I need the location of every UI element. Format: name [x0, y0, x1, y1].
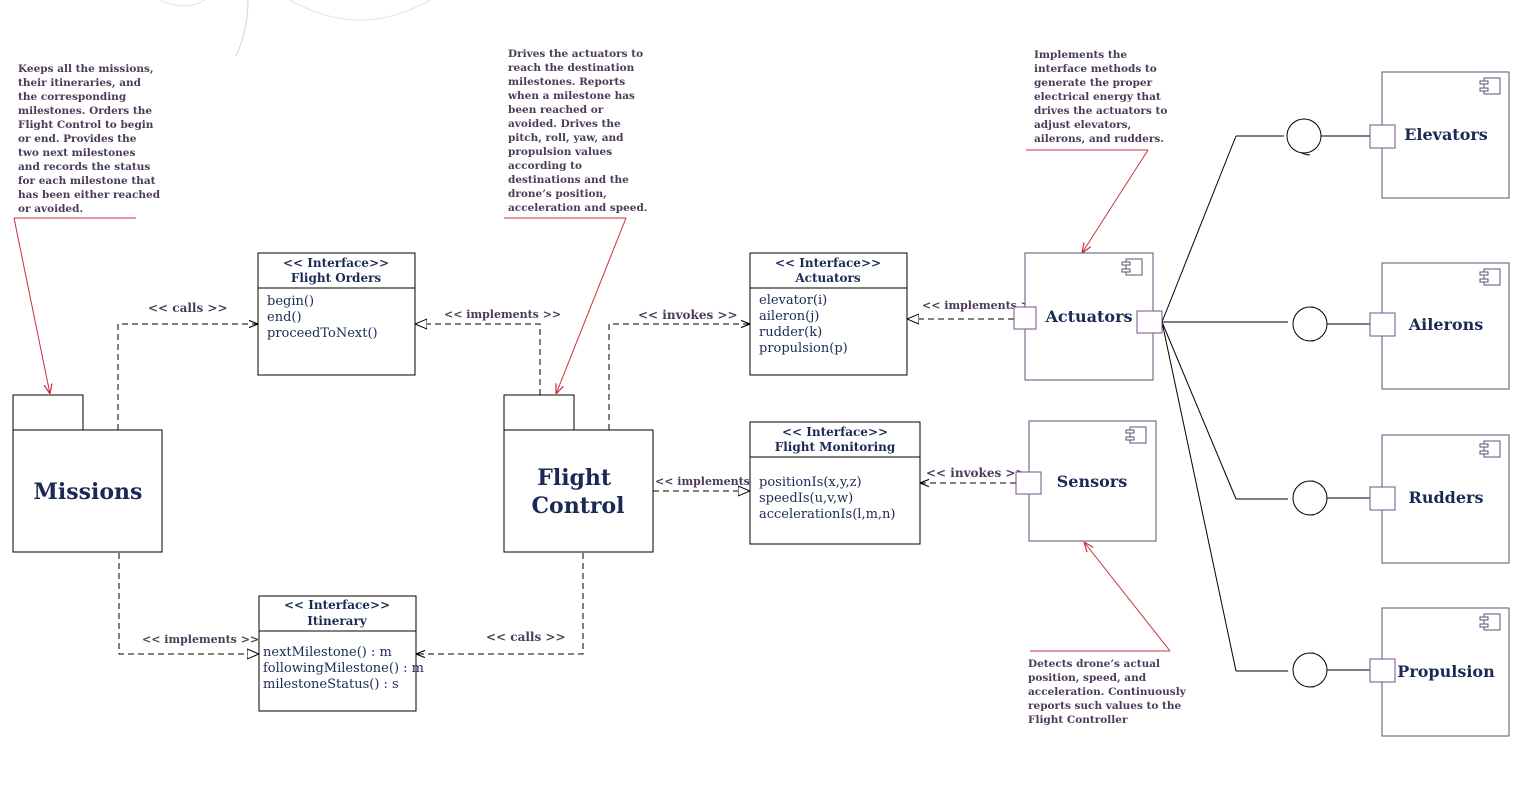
component-sensors-name: Sensors [1057, 472, 1127, 491]
note-flight-control-pointer [556, 217, 627, 394]
operation: propulsion(p) [759, 341, 848, 356]
interface-flight-orders-name: Flight Orders [291, 271, 382, 285]
label-fc-implements-monitoring: << implements >> [655, 475, 772, 488]
port-ailerons [1369, 312, 1396, 337]
label-fc-invokes: << invokes >> [638, 308, 738, 322]
operation: accelerationIs(l,m,n) [759, 507, 895, 522]
operation: end() [267, 310, 302, 325]
operation: begin() [267, 294, 314, 309]
label-actuators-implements: << implements >> [922, 299, 1039, 312]
relation-labels: << calls >> << implements >> << invokes … [142, 299, 1039, 646]
operation: aileron(j) [759, 309, 819, 324]
connectors [117, 135, 1288, 672]
operation: milestoneStatus() : s [263, 677, 399, 692]
component-propulsion-name: Propulsion [1397, 662, 1495, 681]
interface-itinerary: << Interface>> Itinerary nextMilestone()… [258, 595, 424, 712]
interface-actuators: << Interface>> Actuators elevator(i) ail… [749, 252, 908, 376]
note-flight-control: Drives the actuators to reach the destin… [504, 48, 647, 394]
note-actuators: Implements the interface methods to gene… [1026, 49, 1171, 253]
package-missions-body [12, 429, 163, 553]
package-flight-control-tab [503, 394, 575, 431]
interface-itinerary-stereotype: << Interface>> [284, 598, 390, 612]
note-missions-pointer [13, 217, 50, 394]
edge-missions-implements-itinerary [118, 553, 259, 654]
package-flight-control-name: Flight Control [532, 465, 625, 519]
lollipop-propulsion [1292, 652, 1328, 688]
component-elevators: Elevators [1286, 71, 1510, 199]
port-actuators-provided [1013, 306, 1037, 330]
package-flight-control: Flight Control [503, 394, 654, 553]
component-icon [1121, 258, 1143, 276]
lollipop-rudders [1292, 480, 1328, 516]
edge-actuators-rudders [1161, 321, 1237, 500]
package-flight-control-body [503, 429, 654, 553]
component-ailerons-name: Ailerons [1408, 315, 1484, 334]
interface-actuators-stereotype: << Interface>> [775, 256, 881, 270]
interface-actuators-box [749, 252, 908, 376]
note-actuators-pointer [1082, 149, 1149, 253]
label-fc-implements-orders: << implements >> [444, 308, 561, 321]
note-sensors: Detects drone’s actual position, speed, … [1028, 542, 1189, 726]
interface-itinerary-box [258, 595, 417, 712]
component-rudders-name: Rudders [1409, 488, 1484, 507]
component-actuators-name: Actuators [1044, 307, 1132, 326]
port-elevators [1369, 124, 1396, 149]
operation: proceedToNext() [267, 326, 378, 341]
port-rudders [1369, 486, 1396, 511]
label-missions-implements: << implements >> [142, 633, 259, 646]
component-icon [1479, 268, 1501, 286]
port-sensors [1015, 471, 1042, 495]
operation: elevator(i) [759, 293, 827, 308]
package-missions-tab [12, 394, 84, 431]
port-propulsion [1369, 658, 1396, 683]
background-decoration [159, 0, 431, 57]
operation: followingMilestone() : m [263, 661, 424, 676]
interface-flight-monitoring-box [749, 421, 921, 545]
component-actuators: Actuators [1013, 252, 1163, 381]
edge-actuators-propulsion [1161, 321, 1237, 672]
operation: rudder(k) [759, 325, 822, 340]
interface-flight-orders-box [257, 252, 416, 376]
note-sensors-text: Detects drone’s actual position, speed, … [1028, 658, 1189, 726]
interface-flight-monitoring: << Interface>> Flight Monitoring positio… [749, 421, 921, 545]
note-sensors-pointer [1084, 542, 1171, 652]
operation: positionIs(x,y,z) [759, 475, 862, 490]
interface-flight-orders-stereotype: << Interface>> [283, 256, 389, 270]
component-icon [1479, 613, 1501, 631]
edge-missions-calls-flight-orders [117, 324, 258, 430]
label-fc-calls: << calls >> [486, 630, 566, 644]
component-elevators-name: Elevators [1404, 125, 1488, 144]
package-missions: Missions [12, 394, 163, 553]
component-sensors: Sensors [1015, 420, 1157, 542]
operation: speedIs(u,v,w) [759, 491, 853, 506]
package-missions-name: Missions [34, 479, 143, 505]
component-icon [1125, 426, 1147, 444]
note-missions: Keeps all the missions, their itinerarie… [13, 63, 164, 394]
interface-flight-orders: << Interface>> Flight Orders begin() end… [257, 252, 416, 376]
operation: nextMilestone() : m [263, 645, 392, 660]
component-icon [1479, 77, 1501, 95]
lollipop-elevators [1286, 118, 1322, 154]
interface-actuators-name: Actuators [794, 271, 861, 285]
note-actuators-text: Implements the interface methods to gene… [1034, 49, 1171, 145]
note-flight-control-text: Drives the actuators to reach the destin… [507, 48, 647, 214]
port-actuators-required [1136, 310, 1163, 334]
component-rudders: Rudders [1292, 434, 1510, 564]
lollipop-ailerons [1292, 306, 1328, 342]
component-icon [1479, 440, 1501, 458]
edge-fc-implements-flight-orders [415, 324, 541, 395]
component-ailerons: Ailerons [1292, 262, 1510, 390]
label-missions-calls: << calls >> [148, 301, 228, 315]
label-sensors-invokes: << invokes >> [926, 466, 1026, 480]
interface-itinerary-name: Itinerary [307, 614, 367, 628]
edge-fc-calls-itinerary [416, 553, 584, 654]
interface-flight-monitoring-name: Flight Monitoring [775, 440, 896, 454]
edge-fc-invokes-actuators [608, 324, 750, 430]
interface-flight-monitoring-stereotype: << Interface>> [782, 425, 888, 439]
edge-actuators-elevators [1161, 135, 1237, 323]
note-missions-text: Keeps all the missions, their itinerarie… [18, 63, 164, 215]
component-propulsion: Propulsion [1292, 607, 1510, 737]
